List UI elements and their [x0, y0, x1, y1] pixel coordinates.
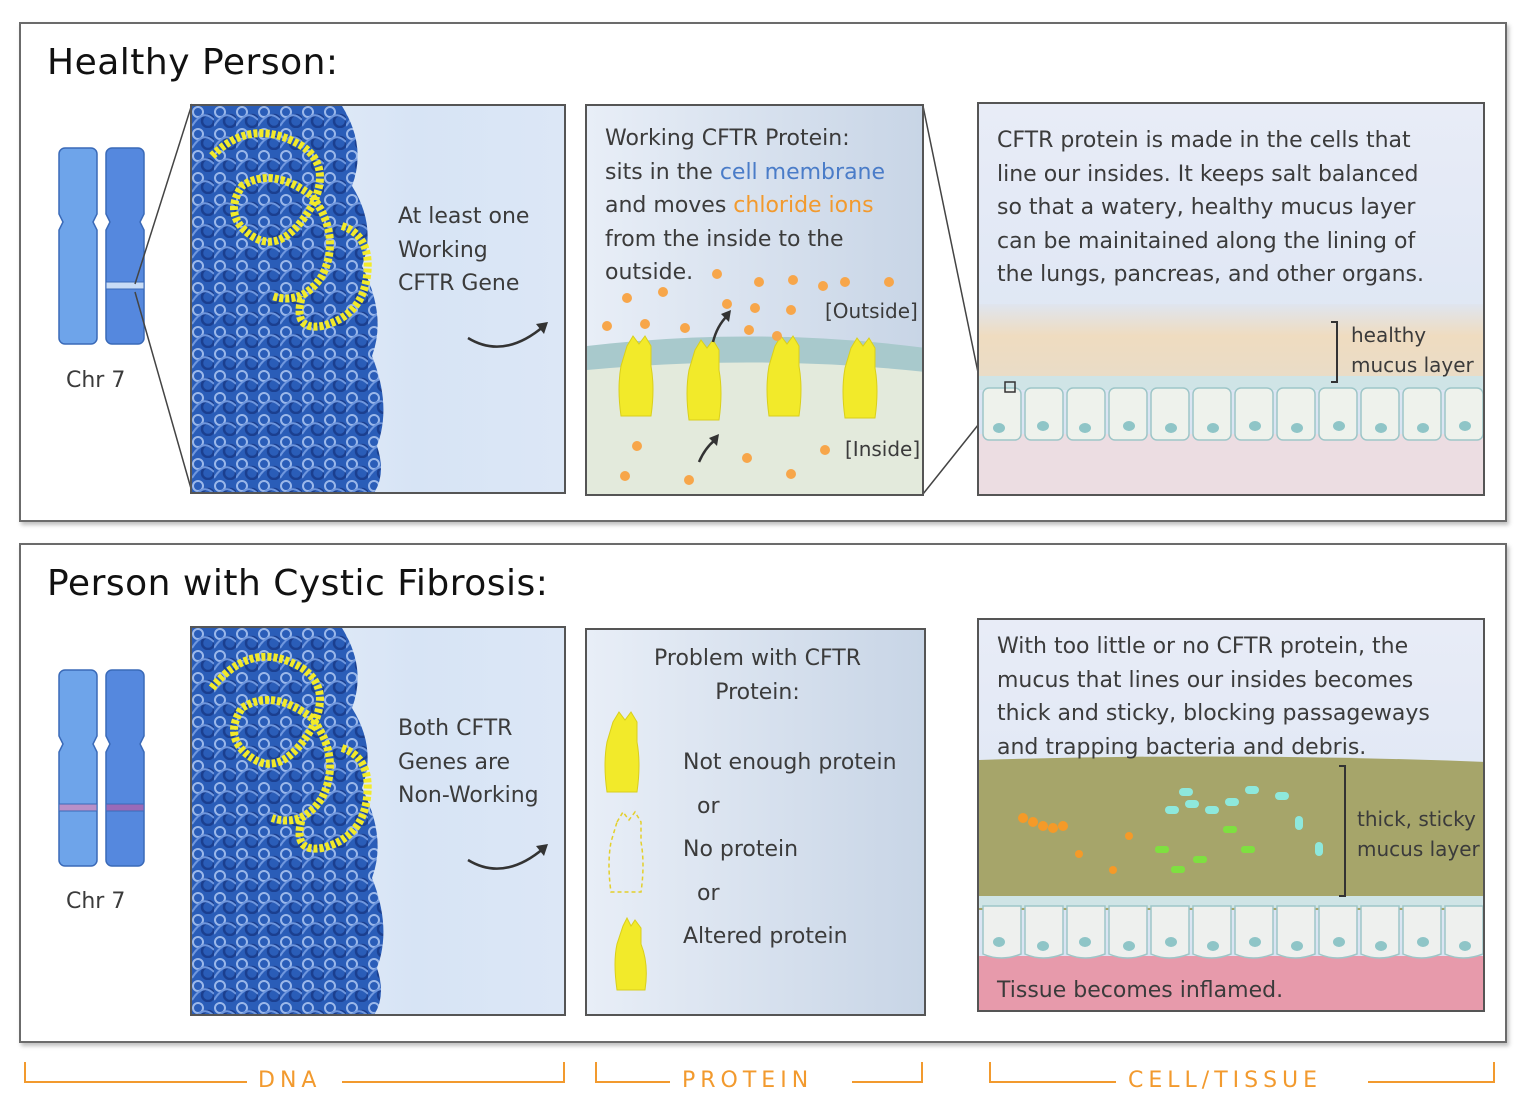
outside-label: [Outside] — [825, 299, 918, 323]
healthy-tissue-image — [979, 304, 1483, 494]
cf-chr-label: Chr 7 — [66, 889, 126, 914]
healthy-heading: Healthy Person: — [47, 42, 339, 83]
healthy-cell-panel: CFTR protein is made in the cells that l… — [977, 102, 1485, 496]
cf-protein-item-3: Altered protein — [683, 924, 848, 949]
cf-chromosomes-icon — [58, 669, 145, 867]
healthy-mucus-label: healthy mucus layer — [1351, 323, 1474, 377]
cf-cell-text: With too little or no CFTR protein, the … — [997, 634, 1430, 760]
cf-mucus-label: thick, sticky mucus layer — [1357, 807, 1480, 861]
category-cell-tissue: CELL/TISSUE — [1128, 1068, 1323, 1093]
healthy-dna-text: At least one Working CFTR Gene — [398, 204, 530, 296]
category-dna: DNA — [258, 1068, 322, 1093]
chloride-ions-term: chloride ions — [733, 193, 874, 218]
cf-dna-image — [192, 628, 384, 1014]
arrow-icon — [467, 322, 548, 348]
healthy-dna-panel: At least one Working CFTR Gene — [190, 104, 566, 494]
cf-protein-item-1: Not enough protein — [683, 750, 897, 775]
category-protein: PROTEIN — [682, 1068, 814, 1093]
cf-protein-title: Problem with CFTR Protein: — [654, 646, 861, 705]
cf-protein-or-2: or — [697, 881, 720, 906]
cf-heading: Person with Cystic Fibrosis: — [47, 563, 549, 604]
healthy-cell-text: CFTR protein is made in the cells that l… — [997, 128, 1424, 287]
tissue-label: Tissue becomes inflamed. — [997, 978, 1284, 1003]
cf-cell-panel: With too little or no CFTR protein, the … — [977, 618, 1485, 1012]
cf-protein-or-1: or — [697, 794, 720, 819]
healthy-dna-image — [192, 106, 384, 492]
cf-protein-item-2: No protein — [683, 837, 799, 862]
cell-membrane-term: cell membrane — [719, 159, 886, 185]
inside-label: [Inside] — [845, 437, 921, 461]
cf-protein-shapes-icon — [604, 711, 647, 991]
cf-tissue-image — [979, 756, 1483, 1010]
healthy-chromosomes-icon — [58, 147, 145, 345]
healthy-chr-label: Chr 7 — [66, 368, 126, 393]
cf-protein-panel: Problem with CFTR Protein: Not enough pr… — [585, 628, 926, 1016]
cf-dna-text: Both CFTR Genes are Non-Working — [398, 716, 539, 808]
healthy-protein-panel: Working CFTR Protein: sits in the cell m… — [585, 104, 924, 496]
membrane-image — [587, 269, 922, 494]
arrow-icon — [467, 844, 548, 870]
healthy-protein-text: Working CFTR Protein: sits in the cell m… — [605, 126, 886, 285]
cf-dna-panel: Both CFTR Genes are Non-Working — [190, 626, 566, 1016]
